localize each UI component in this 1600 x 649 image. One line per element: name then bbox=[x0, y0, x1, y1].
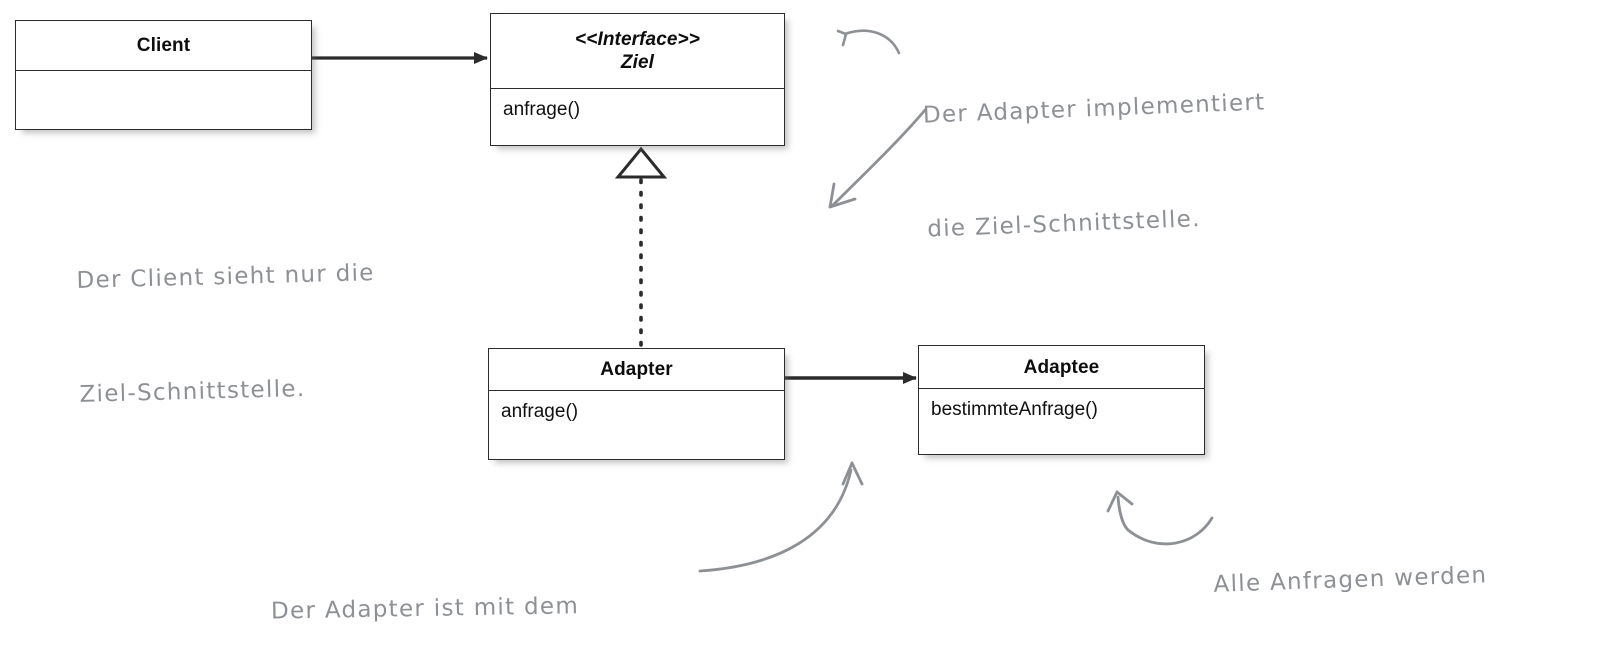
connector-adapter-realizes-ziel bbox=[614, 146, 668, 349]
uml-method-anfrage: anfrage() bbox=[501, 401, 579, 422]
annotation-delegation-note: Alle Anfragen werden an das Adaptierte d… bbox=[1210, 468, 1500, 649]
uml-class-ziel-name: Ziel bbox=[620, 52, 655, 73]
annotation-delegation-note-line-1: Alle Anfragen werden bbox=[1213, 562, 1488, 598]
uml-class-adapter-name: Adapter bbox=[600, 359, 673, 380]
uml-class-adaptee-header: Adaptee bbox=[919, 346, 1204, 389]
uml-class-client-members bbox=[16, 71, 311, 80]
pointer-curved-arrow-up-right bbox=[698, 461, 864, 573]
uml-class-client-header: Client bbox=[16, 21, 311, 71]
annotation-adapter-composed-note-line-1: Der Adapter ist mit dem bbox=[270, 593, 580, 625]
pointer-curl-arrow-top-right bbox=[836, 29, 901, 55]
annotation-adapter-implements-note-line-1: Der Adapter implementiert bbox=[922, 89, 1266, 129]
uml-method-bestimmteanfrage: bestimmteAnfrage() bbox=[931, 399, 1098, 420]
uml-class-ziel-members: anfrage() bbox=[491, 89, 784, 122]
uml-class-adaptee-name: Adaptee bbox=[1023, 356, 1100, 378]
uml-method-anfrage: anfrage() bbox=[503, 99, 581, 120]
annotation-adapter-implements-note-line-2: die Ziel-Schnittstelle. bbox=[926, 206, 1202, 243]
annotation-adapter-implements-note: Der Adapter implementiert die Ziel-Schni… bbox=[919, 8, 1273, 325]
uml-class-client-name: Client bbox=[136, 35, 191, 56]
pointer-curved-arrow-up-left bbox=[1106, 490, 1214, 546]
uml-class-adaptee[interactable]: Adaptee bestimmteAnfrage() bbox=[918, 345, 1205, 455]
uml-class-ziel[interactable]: <<Interface>> Ziel anfrage() bbox=[490, 13, 785, 146]
uml-class-client[interactable]: Client bbox=[15, 20, 312, 130]
annotation-client-note-line-1: Der Client sieht nur die bbox=[76, 260, 376, 294]
uml-class-adapter-header: Adapter bbox=[489, 349, 784, 391]
uml-class-ziel-header: <<Interface>> Ziel bbox=[491, 14, 784, 89]
uml-class-adaptee-members: bestimmteAnfrage() bbox=[919, 389, 1204, 422]
uml-class-adapter[interactable]: Adapter anfrage() bbox=[488, 348, 785, 460]
annotation-client-note: Der Client sieht nur die Ziel-Schnittste… bbox=[74, 178, 380, 490]
uml-class-adapter-members: anfrage() bbox=[489, 391, 784, 424]
hollow-triangle-icon bbox=[614, 146, 668, 179]
pointer-diagonal-arrow-down-left bbox=[828, 108, 927, 209]
uml-class-ziel-stereotype: <<Interface>> bbox=[575, 29, 700, 50]
annotation-adapter-composed-note: Der Adapter ist mit dem Adaptiertem zusa… bbox=[269, 509, 680, 649]
annotation-client-note-line-2: Ziel-Schnittstelle. bbox=[79, 375, 306, 408]
